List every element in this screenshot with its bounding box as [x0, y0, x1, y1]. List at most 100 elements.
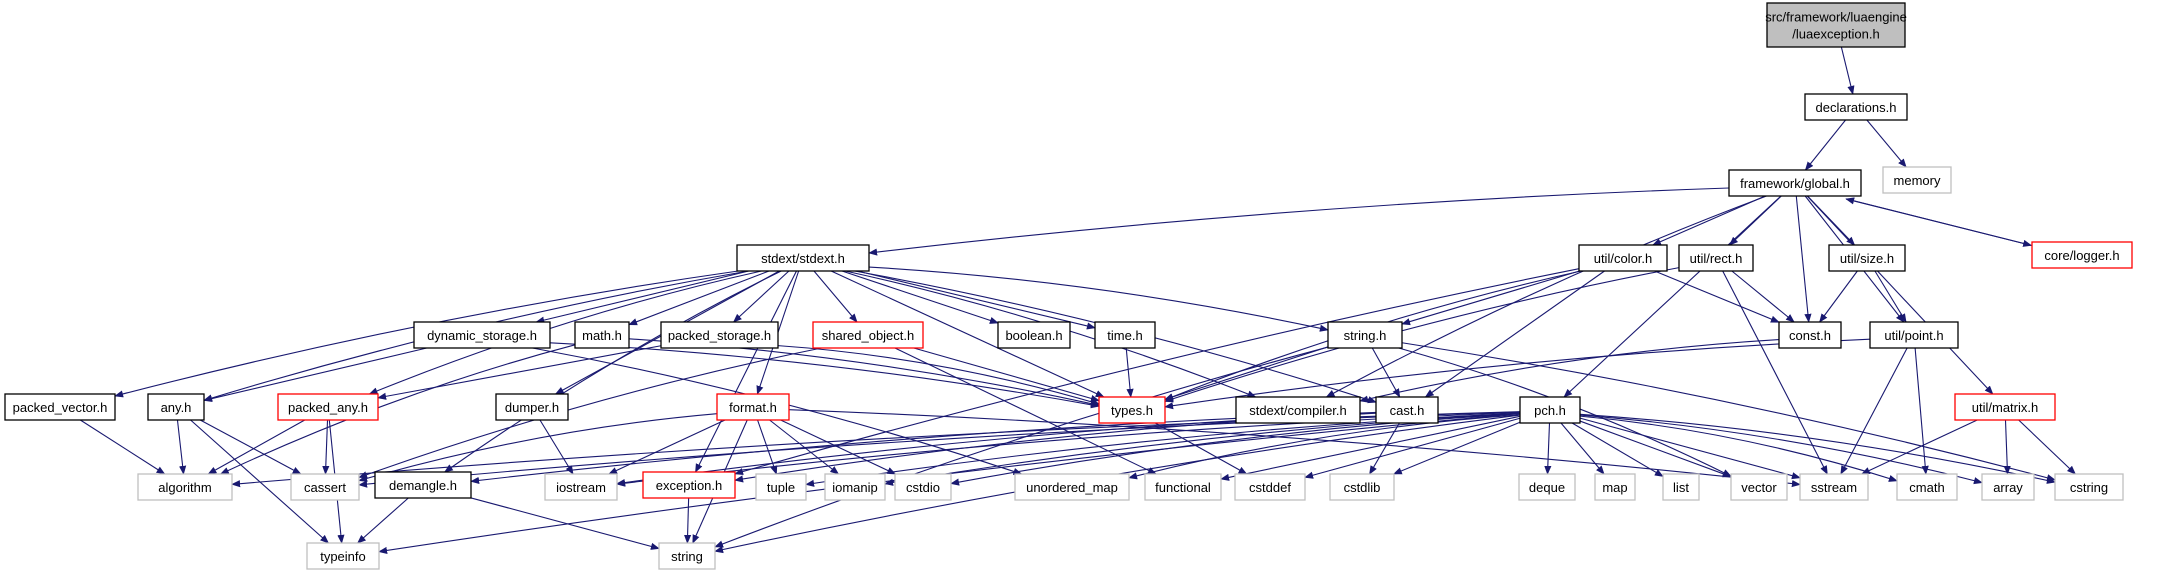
node-unordered-map[interactable]: unordered_map — [1014, 473, 1130, 501]
node-box — [1882, 166, 1952, 194]
node-box — [1578, 244, 1668, 272]
node-box — [1594, 473, 1636, 501]
node-time[interactable]: time.h — [1094, 321, 1156, 349]
edge-size-to-const — [1819, 270, 1858, 323]
node-const[interactable]: const.h — [1778, 321, 1842, 349]
edge-color-to-cast — [1424, 270, 1605, 398]
node-root[interactable]: src/framework/luaengine/luaexception.h — [1765, 2, 1907, 48]
node-compiler[interactable]: stdext/compiler.h — [1235, 396, 1361, 424]
edge-packed_any-to-cassert — [322, 419, 330, 475]
node-cstring[interactable]: cstring — [2054, 473, 2124, 501]
node-box — [147, 393, 205, 421]
node-logger[interactable]: core/logger.h — [2031, 241, 2133, 269]
node-typeinfo[interactable]: typeinfo — [306, 542, 380, 570]
node-label: iomanip — [832, 480, 878, 495]
node-label: util/color.h — [1594, 251, 1653, 266]
node-label: src/framework/luaengine — [1765, 10, 1907, 25]
edge-pch-to-deque — [1544, 422, 1552, 475]
node-string-std[interactable]: string — [658, 542, 716, 570]
node-cstdio[interactable]: cstdio — [894, 473, 952, 501]
node-iostream[interactable]: iostream — [544, 473, 618, 501]
node-global[interactable]: framework/global.h — [1728, 169, 1862, 197]
node-point[interactable]: util/point.h — [1869, 321, 1959, 349]
edge-logger-to-global — [1845, 197, 2032, 246]
node-matrix[interactable]: util/matrix.h — [1954, 393, 2056, 421]
node-packed-any[interactable]: packed_any.h — [277, 393, 379, 421]
node-label: sstream — [1811, 480, 1857, 495]
node-size[interactable]: util/size.h — [1828, 244, 1906, 272]
node-label: list — [1673, 480, 1689, 495]
node-list[interactable]: list — [1662, 473, 1700, 501]
node-label: declarations.h — [1816, 100, 1897, 115]
node-iomanip[interactable]: iomanip — [824, 473, 886, 501]
edge-shared_object-to-cassert — [358, 347, 822, 479]
node-box — [1766, 2, 1906, 48]
node-label: cstddef — [1249, 480, 1291, 495]
node-string-h[interactable]: string.h — [1327, 321, 1403, 349]
edge-global-to-stdext — [868, 187, 1730, 256]
node-box — [2054, 473, 2124, 501]
edge-declarations-to-memory — [1866, 119, 1907, 168]
edge-pch-to-array — [1579, 414, 1983, 485]
node-declarations[interactable]: declarations.h — [1804, 93, 1908, 121]
node-box — [374, 471, 472, 499]
node-sstream[interactable]: sstream — [1799, 473, 1869, 501]
node-box — [1519, 396, 1581, 424]
node-cmath[interactable]: cmath — [1896, 473, 1958, 501]
node-memory[interactable]: memory — [1882, 166, 1952, 194]
node-deque[interactable]: deque — [1518, 473, 1576, 501]
node-tuple[interactable]: tuple — [755, 473, 807, 501]
node-shared-object[interactable]: shared_object.h — [812, 321, 924, 349]
node-label: cstring — [2070, 480, 2108, 495]
node-label: format.h — [729, 400, 777, 415]
node-vector[interactable]: vector — [1730, 473, 1788, 501]
node-label: const.h — [1789, 328, 1831, 343]
edge-pch-to-map — [1560, 422, 1605, 475]
edge-size-to-point — [1874, 270, 1907, 323]
node-box — [1981, 473, 2035, 501]
edge-packed_any-to-algorithm — [207, 419, 306, 475]
node-rect[interactable]: util/rect.h — [1678, 244, 1754, 272]
edge-pch-to-sstream — [1579, 417, 1801, 480]
edge-const-to-compiler — [1359, 338, 1780, 403]
node-stdext[interactable]: stdext/stdext.h — [736, 244, 870, 272]
node-packed-vector[interactable]: packed_vector.h — [4, 393, 116, 421]
node-packed-storage[interactable]: packed_storage.h — [660, 321, 779, 349]
edge-string_h-to-types — [1164, 346, 1329, 401]
node-functional[interactable]: functional — [1144, 473, 1222, 501]
node-label: dumper.h — [505, 400, 559, 415]
node-format[interactable]: format.h — [716, 393, 790, 421]
node-color[interactable]: util/color.h — [1578, 244, 1668, 272]
edge-stdext-to-boolean — [841, 270, 999, 324]
node-cast[interactable]: cast.h — [1375, 396, 1439, 424]
node-label: cast.h — [1390, 403, 1425, 418]
node-cassert[interactable]: cassert — [290, 473, 360, 501]
node-dumper[interactable]: dumper.h — [495, 393, 569, 421]
edge-format-to-tuple — [757, 419, 778, 475]
node-cstdlib[interactable]: cstdlib — [1329, 473, 1395, 501]
node-demangle[interactable]: demangle.h — [374, 471, 472, 499]
node-math[interactable]: math.h — [574, 321, 630, 349]
node-pch[interactable]: pch.h — [1519, 396, 1581, 424]
node-label: util/size.h — [1840, 251, 1894, 266]
edge-exception-to-string_std — [683, 497, 692, 544]
node-algorithm[interactable]: algorithm — [137, 473, 233, 501]
file-nodes: src/framework/luaengine/luaexception.h de… — [4, 2, 2133, 570]
node-box — [1869, 321, 1959, 349]
node-exception[interactable]: exception.h — [642, 471, 736, 499]
node-array[interactable]: array — [1981, 473, 2035, 501]
edge-packed_storage-to-packed_any — [377, 345, 662, 400]
node-label: any.h — [161, 400, 192, 415]
node-types[interactable]: types.h — [1098, 396, 1166, 424]
node-any[interactable]: any.h — [147, 393, 205, 421]
node-box — [1014, 473, 1130, 501]
node-box — [1896, 473, 1958, 501]
node-box — [1327, 321, 1403, 349]
node-box — [997, 321, 1071, 349]
node-dynamic-storage[interactable]: dynamic_storage.h — [413, 321, 551, 349]
node-cstddef[interactable]: cstddef — [1234, 473, 1306, 501]
node-boolean[interactable]: boolean.h — [997, 321, 1071, 349]
node-map[interactable]: map — [1594, 473, 1636, 501]
node-label: dynamic_storage.h — [427, 328, 537, 343]
edge-pch-to-vector — [1579, 420, 1732, 478]
